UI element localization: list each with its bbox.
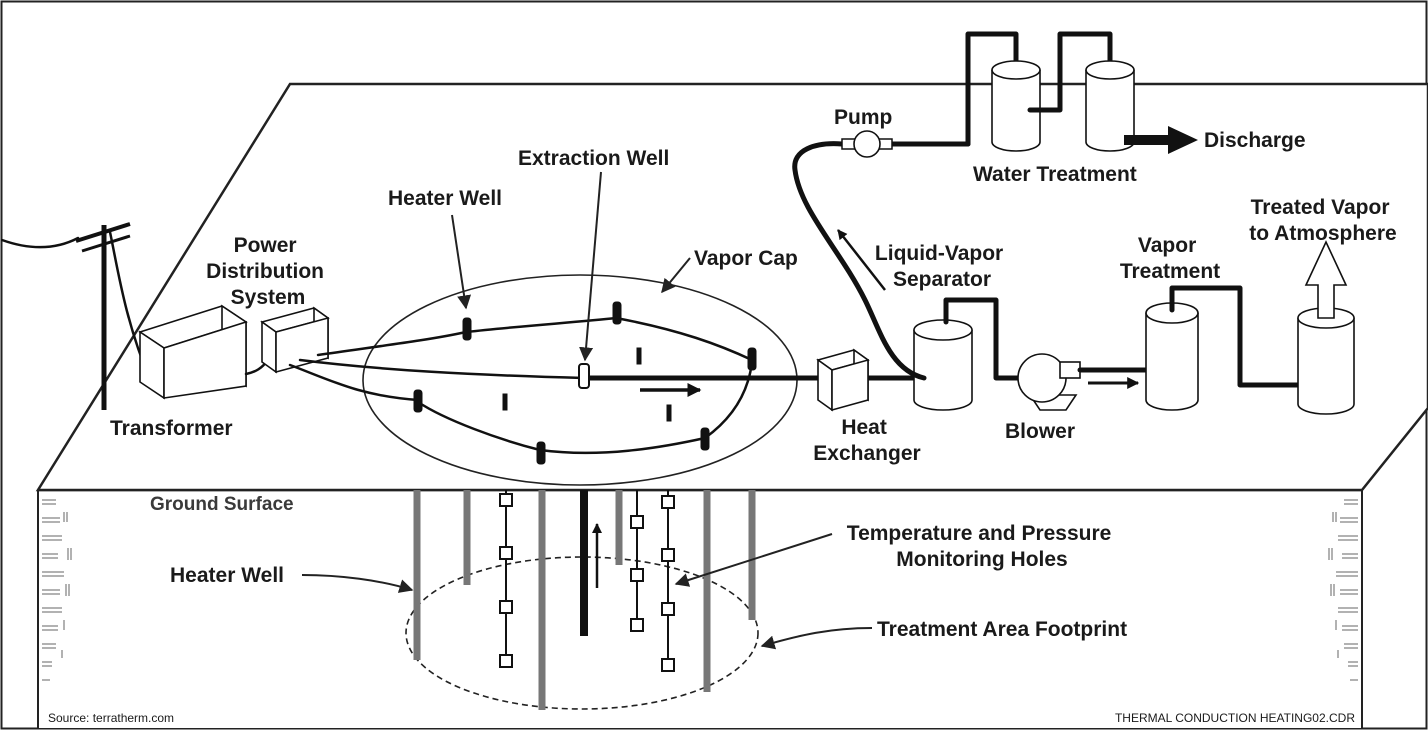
- ground-block: [37, 488, 1363, 728]
- liquid-vapor-separator: [913, 319, 973, 411]
- heat-exchanger: [816, 348, 870, 412]
- label-blower: Blower: [1005, 420, 1075, 443]
- label-water-treatment: Water Treatment: [973, 163, 1137, 186]
- label-pump: Pump: [834, 106, 892, 129]
- label-discharge: Discharge: [1204, 129, 1306, 152]
- label-vapor-cap: Vapor Cap: [694, 247, 798, 270]
- discharge-arrow: [1124, 126, 1198, 154]
- monitoring-holes: [499, 490, 675, 672]
- separator-to-pump-line: [792, 141, 927, 381]
- heater-cables: [288, 316, 754, 455]
- label-treatment-footprint: Treatment Area Footprint: [877, 618, 1127, 641]
- extraction-well-cap: [578, 363, 590, 389]
- flow-arrow-liquid: [837, 229, 886, 291]
- leader-lines: [301, 171, 873, 650]
- file-name: THERMAL CONDUCTION HEATING02.CDR: [1115, 711, 1355, 725]
- label-vapor-treatment: Vapor Treatment: [1120, 234, 1220, 283]
- label-liquid-vapor-separator: Liquid-Vapor Separator: [875, 242, 1009, 291]
- ground-heater-wells: [413, 490, 756, 710]
- ground-surface-plane: [35, 82, 1428, 492]
- water-treatment-tank-2: [1085, 60, 1135, 152]
- label-monitoring-holes: Temperature and Pressure Monitoring Hole…: [847, 522, 1117, 571]
- label-treated-vapor: Treated Vapor to Atmosphere: [1249, 196, 1396, 245]
- soil-hatch-left: [42, 499, 72, 681]
- heater-well-caps: [413, 301, 757, 465]
- label-heater-well-bottom: Heater Well: [170, 564, 284, 587]
- label-heater-well-top: Heater Well: [388, 187, 502, 210]
- power-distribution-box: [260, 306, 330, 374]
- transformer-box: [138, 304, 248, 400]
- label-extraction-well: Extraction Well: [518, 147, 669, 170]
- label-transformer: Transformer: [110, 417, 233, 440]
- label-ground-surface: Ground Surface: [150, 494, 294, 515]
- soil-hatch-right: [1328, 499, 1358, 681]
- treatment-area-footprint: [405, 556, 759, 710]
- source-credit: Source: terratherm.com: [48, 711, 174, 725]
- label-heat-exchanger: Heat Exchanger: [813, 416, 920, 465]
- pump: [839, 130, 971, 158]
- label-power-distribution: Power Distribution System: [206, 234, 330, 309]
- blower: [1017, 353, 1081, 411]
- treated-vapor-stack: [1297, 240, 1355, 415]
- water-treatment-tank-1: [991, 60, 1041, 152]
- vapor-treatment-unit: [1145, 302, 1199, 411]
- vapor-release-arrow: [1304, 240, 1348, 319]
